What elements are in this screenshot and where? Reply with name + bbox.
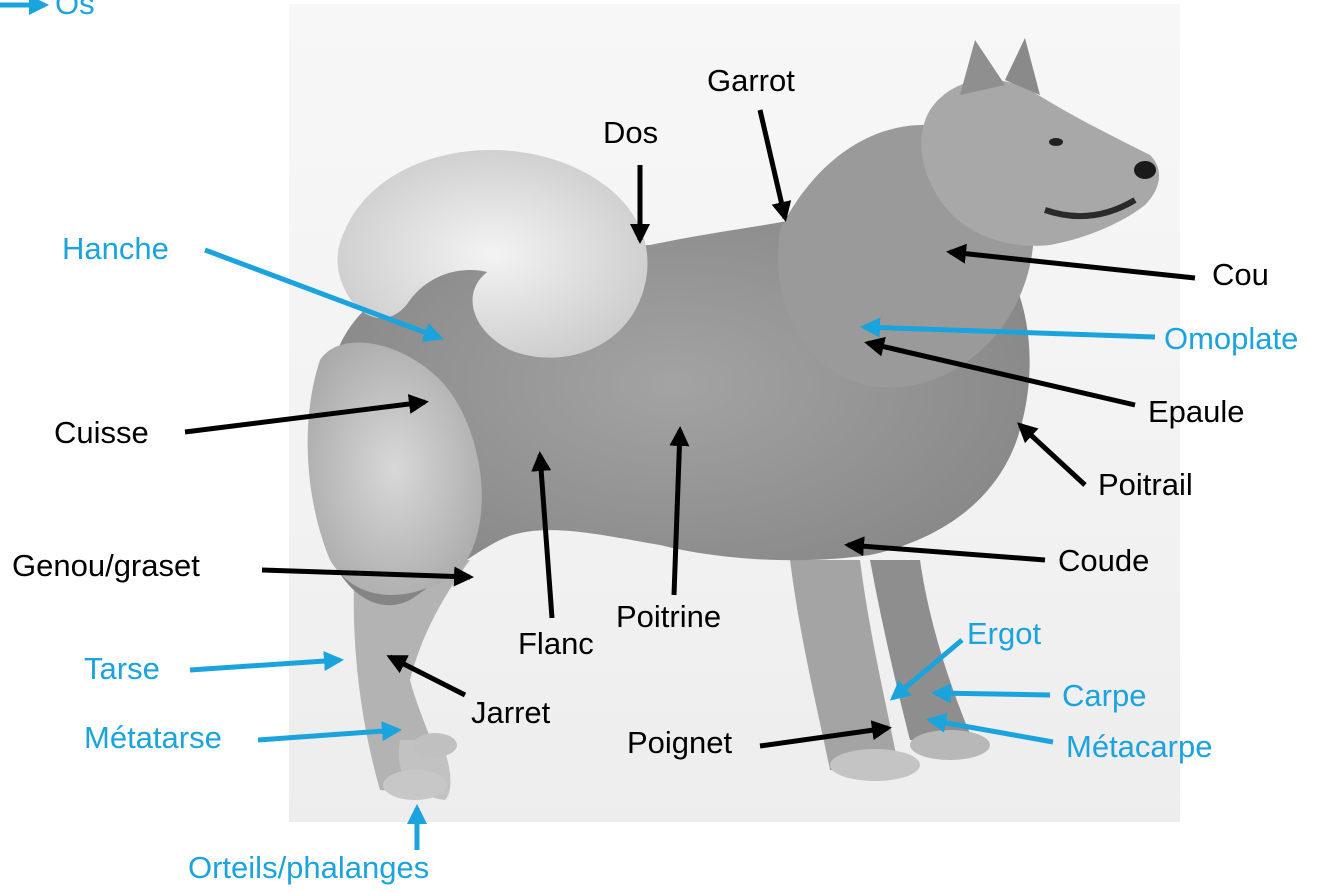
label-metatarse: Métatarse: [84, 722, 222, 753]
legend-label-os: Os: [55, 0, 95, 19]
label-tarse: Tarse: [84, 653, 160, 684]
label-cuisse: Cuisse: [54, 417, 149, 448]
arrow-carpe: [935, 693, 1050, 695]
arrow-poitrail: [1020, 425, 1085, 485]
arrow-tarse: [190, 660, 340, 670]
label-poignet: Poignet: [627, 727, 732, 758]
label-dos: Dos: [603, 117, 658, 148]
label-genou-graset: Genou/graset: [12, 550, 200, 581]
label-ergot: Ergot: [967, 618, 1041, 649]
label-cou: Cou: [1212, 259, 1269, 290]
label-poitrine: Poitrine: [616, 601, 721, 632]
arrow-garrot: [760, 110, 785, 218]
label-jarret: Jarret: [471, 697, 550, 728]
label-garrot: Garrot: [707, 65, 795, 96]
label-orteils-phalanges: Orteils/phalanges: [188, 852, 429, 883]
label-metacarpe: Métacarpe: [1066, 731, 1212, 762]
dog-silhouette: [308, 38, 1159, 800]
label-poitrail: Poitrail: [1098, 469, 1193, 500]
label-flanc: Flanc: [518, 628, 594, 659]
label-coude: Coude: [1058, 545, 1149, 576]
label-omoplate: Omoplate: [1164, 323, 1298, 354]
label-hanche: Hanche: [62, 233, 169, 264]
label-carpe: Carpe: [1062, 680, 1146, 711]
label-epaule: Epaule: [1148, 396, 1245, 427]
